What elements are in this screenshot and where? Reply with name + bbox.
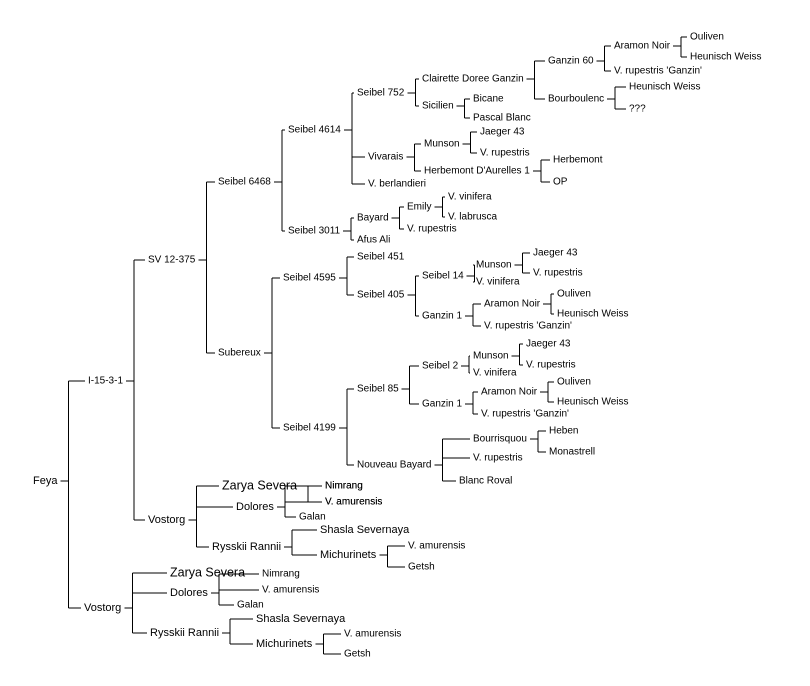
node-aramon-noir: Aramon Noir	[484, 299, 541, 310]
node-vivarais: Vivarais	[368, 152, 403, 163]
node-heunisch-weiss: Heunisch Weiss	[690, 52, 762, 63]
node-v-rupestris-ganzin: V. rupestris 'Ganzin'	[481, 409, 569, 420]
node-aramon-noir: Aramon Noir	[614, 41, 671, 52]
node-bicane: Bicane	[473, 94, 504, 105]
node-jaeger-43: Jaeger 43	[526, 339, 571, 350]
node-afus-ali: Afus Ali	[357, 235, 390, 246]
node-vostorg: Vostorg	[148, 514, 185, 526]
node-sv-12-375: SV 12-375	[148, 255, 196, 266]
node-bourrisquou: Bourrisquou	[473, 434, 527, 445]
node-galan: Galan	[299, 512, 326, 523]
node-munson: Munson	[473, 351, 509, 362]
node-heunisch-weiss: Heunisch Weiss	[629, 82, 701, 93]
node-blanc-roval: Blanc Roval	[459, 476, 512, 487]
node-v-amurensis: V. amurensis	[408, 541, 465, 552]
node-ganzin-1: Ganzin 1	[422, 399, 462, 410]
node-v-amurensis: V. amurensis	[262, 585, 319, 596]
node-seibel-4199: Seibel 4199	[283, 423, 336, 434]
node-v-amurensis: V. amurensis	[344, 629, 401, 640]
node-michurinets: Michurinets	[320, 549, 377, 561]
node-nimrang: Nimrang	[325, 481, 363, 492]
node-v-labrusca: V. labrusca	[448, 212, 498, 223]
node-v-rupestris: V. rupestris	[480, 148, 530, 159]
node-seibel-4614: Seibel 4614	[288, 125, 341, 136]
node-v-vinifera: V. vinifera	[476, 277, 520, 288]
node-herbemont: Herbemont	[553, 155, 603, 166]
node-galan: Galan	[237, 600, 264, 611]
node-emily: Emily	[407, 202, 431, 213]
node-seibel-85: Seibel 85	[357, 384, 399, 395]
node-jaeger-43: Jaeger 43	[480, 127, 525, 138]
node-sicilien: Sicilien	[422, 101, 454, 112]
node-ganzin-1: Ganzin 1	[422, 311, 462, 322]
node-vostorg: Vostorg	[84, 602, 121, 614]
node-pascal-blanc: Pascal Blanc	[473, 113, 531, 124]
node-seibel-4595: Seibel 4595	[283, 273, 336, 284]
node-getsh: Getsh	[408, 562, 435, 573]
node-ouliven: Ouliven	[690, 32, 724, 43]
node-v-vinifera: V. vinifera	[448, 192, 492, 203]
node-seibel-752: Seibel 752	[357, 88, 405, 99]
node-feya: Feya	[33, 475, 58, 487]
node-i-15-3-1: I-15-3-1	[88, 376, 123, 387]
node-munson: Munson	[424, 139, 460, 150]
node-seibel-14: Seibel 14	[422, 271, 464, 282]
node-dolores: Dolores	[236, 501, 274, 513]
node-v-amurensis: V. amurensis	[325, 497, 382, 508]
node-v-berlandieri: V. berlandieri	[368, 179, 426, 190]
node-heunisch-weiss: Heunisch Weiss	[557, 397, 629, 408]
node-v-rupestris-ganzin: V. rupestris 'Ganzin'	[614, 66, 702, 77]
node-v-amurensis: V. amurensis	[325, 497, 382, 508]
node-v-rupestris: V. rupestris	[533, 268, 583, 279]
node-v-rupestris: V. rupestris	[526, 360, 576, 371]
node-v-rupestris: V. rupestris	[473, 453, 523, 464]
node-heben: Heben	[549, 426, 578, 437]
node-nouveau-bayard: Nouveau Bayard	[357, 460, 432, 471]
node-rysskii-rannii: Rysskii Rannii	[212, 541, 281, 553]
node-ouliven: Ouliven	[557, 377, 591, 388]
node-seibel-3011: Seibel 3011	[288, 226, 341, 237]
node-aramon-noir: Aramon Noir	[481, 387, 538, 398]
node-ouliven: Ouliven	[557, 289, 591, 300]
node-zarya-severa: Zarya Severa	[222, 478, 297, 492]
node-bayard: Bayard	[357, 213, 389, 224]
node-shasla-severnaya: Shasla Severnaya	[256, 613, 346, 625]
node-seibel-405: Seibel 405	[357, 290, 405, 301]
node-ganzin-60: Ganzin 60	[548, 56, 594, 67]
node-v-vinifera: V. vinifera	[473, 368, 517, 379]
node-bourboulenc: Bourboulenc	[548, 94, 604, 105]
node-zarya-severa: Zarya Severa	[170, 565, 245, 579]
node-seibel-6468: Seibel 6468	[218, 177, 271, 188]
node-monastrell: Monastrell	[549, 447, 595, 458]
node-subereux: Subereux	[218, 348, 261, 359]
node-munson: Munson	[476, 260, 512, 271]
node-v-rupestris-ganzin: V. rupestris 'Ganzin'	[484, 321, 572, 332]
node-nimrang: Nimrang	[262, 569, 300, 580]
node-heunisch-weiss: Heunisch Weiss	[557, 309, 629, 320]
node-jaeger-43: Jaeger 43	[533, 248, 578, 259]
node-michurinets: Michurinets	[256, 638, 313, 650]
node-clairette-doree-ganzin: Clairette Doree Ganzin	[422, 74, 524, 85]
node-: ???	[629, 104, 646, 115]
node-v-rupestris: V. rupestris	[407, 224, 457, 235]
tree-edges	[60, 36, 687, 655]
node-dolores: Dolores	[170, 587, 208, 599]
node-op: OP	[553, 177, 568, 188]
node-herbemont-d-aurelles-1: Herbemont D'Aurelles 1	[424, 166, 530, 177]
node-getsh: Getsh	[344, 649, 371, 660]
node-seibel-2: Seibel 2	[422, 361, 459, 372]
node-seibel-451: Seibel 451	[357, 252, 405, 263]
node-rysskii-rannii: Rysskii Rannii	[150, 627, 219, 639]
node-shasla-severnaya: Shasla Severnaya	[320, 524, 410, 536]
node-nimrang: Nimrang	[325, 481, 363, 492]
